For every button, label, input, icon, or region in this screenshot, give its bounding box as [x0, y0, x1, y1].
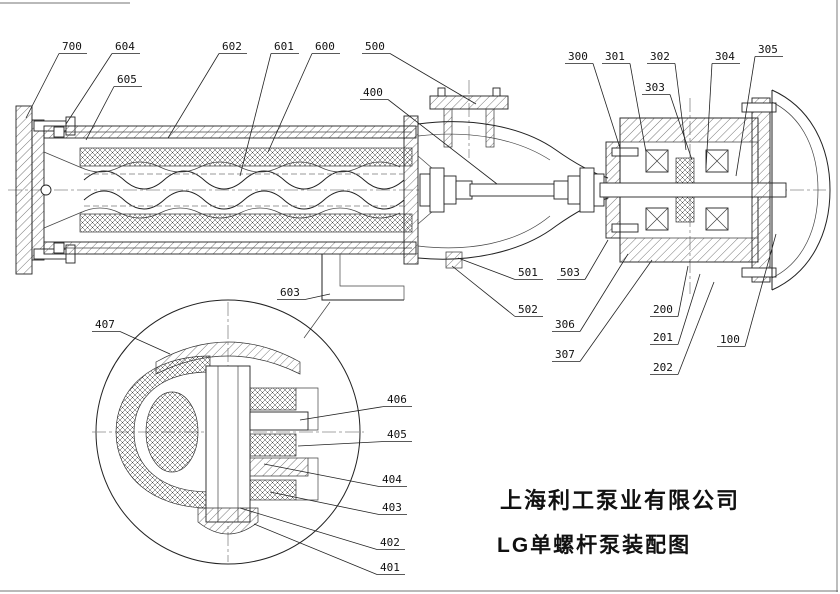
part-callout-304: 304	[705, 50, 740, 169]
part-callout-303: 303	[642, 81, 693, 161]
part-number-label: 406	[387, 393, 407, 406]
part-number-label: 201	[653, 331, 673, 344]
part-number-label: 307	[555, 348, 575, 361]
stator-rubber	[43, 147, 413, 233]
part-callout-202: 202	[650, 281, 715, 375]
rotor-head	[145, 391, 199, 473]
seal-shaft	[205, 365, 251, 523]
part-callout-100: 100	[717, 233, 777, 347]
part-callout-301: 301	[602, 50, 647, 153]
part-callout-404: 404	[263, 463, 407, 487]
part-callout-401: 401	[253, 523, 405, 575]
part-callout-200: 200	[650, 265, 689, 317]
part-callout-501: 501	[457, 257, 543, 280]
part-callout-502: 502	[451, 265, 543, 317]
part-callout-306: 306	[552, 253, 629, 332]
part-callout-402: 402	[239, 507, 405, 550]
seal-bottom-cap	[197, 507, 259, 535]
part-number-label: 400	[363, 86, 383, 99]
callout-layer: 700 604 605 602 601 600 500 400 300 301 302 303 304 3…	[25, 40, 783, 575]
part-number-label: 202	[653, 361, 673, 374]
company-name: 上海利工泵业有限公司	[500, 488, 740, 513]
part-callout-201: 201	[650, 273, 701, 345]
part-callout-400: 400	[360, 86, 498, 185]
part-number-label: 605	[117, 73, 137, 86]
part-number-label: 407	[95, 318, 115, 331]
part-callout-407: 407	[92, 318, 171, 355]
title-block: 上海利工泵业有限公司 LG单螺杆泵装配图	[497, 488, 740, 557]
drawing-title: LG单螺杆泵装配图	[497, 533, 691, 557]
pump-casing	[43, 115, 419, 265]
part-number-label: 403	[382, 501, 402, 514]
part-callout-605: 605	[85, 73, 142, 141]
part-callout-403: 403	[269, 491, 407, 515]
part-callout-305: 305	[735, 43, 783, 177]
part-number-label: 401	[380, 561, 400, 574]
part-number-label: 604	[115, 40, 135, 53]
bearing-housing	[599, 117, 787, 263]
part-callout-405: 405	[297, 428, 412, 447]
drive-shaft	[599, 182, 787, 198]
part-number-label: 500	[365, 40, 385, 53]
part-callout-307: 307	[552, 259, 653, 362]
part-number-label: 402	[380, 536, 400, 549]
part-number-label: 502	[518, 303, 538, 316]
part-number-label: 306	[555, 318, 575, 331]
part-number-label: 300	[568, 50, 588, 63]
part-callout-700: 700	[25, 40, 87, 119]
part-number-label: 302	[650, 50, 670, 63]
detail-view	[92, 299, 364, 565]
part-number-label: 600	[315, 40, 335, 53]
part-number-label: 603	[280, 286, 300, 299]
coupling-rod	[419, 167, 605, 213]
part-callout-604: 604	[65, 40, 140, 125]
part-callout-602: 602	[167, 40, 247, 139]
part-number-label: 503	[560, 266, 580, 279]
part-number-label: 405	[387, 428, 407, 441]
part-callout-300: 300	[565, 50, 621, 149]
part-callout-500: 500	[362, 40, 477, 105]
part-number-label: 404	[382, 473, 402, 486]
part-callout-503: 503	[557, 239, 609, 280]
part-number-label: 601	[274, 40, 294, 53]
part-callout-406: 406	[299, 393, 412, 421]
part-number-label: 304	[715, 50, 735, 63]
bearing	[645, 149, 729, 231]
part-number-label: 100	[720, 333, 740, 346]
part-number-label: 602	[222, 40, 242, 53]
part-number-label: 200	[653, 303, 673, 316]
part-number-label: 301	[605, 50, 625, 63]
part-callout-603: 603	[277, 286, 331, 300]
part-number-label: 501	[518, 266, 538, 279]
support-foot	[303, 254, 405, 339]
motor-bracket	[741, 89, 831, 291]
part-number-label: 305	[758, 43, 778, 56]
part-callout-600: 600	[267, 40, 340, 153]
part-number-label: 303	[645, 81, 665, 94]
part-callout-601: 601	[239, 40, 299, 177]
screw-rotor	[83, 170, 405, 210]
part-number-label: 700	[62, 40, 82, 53]
